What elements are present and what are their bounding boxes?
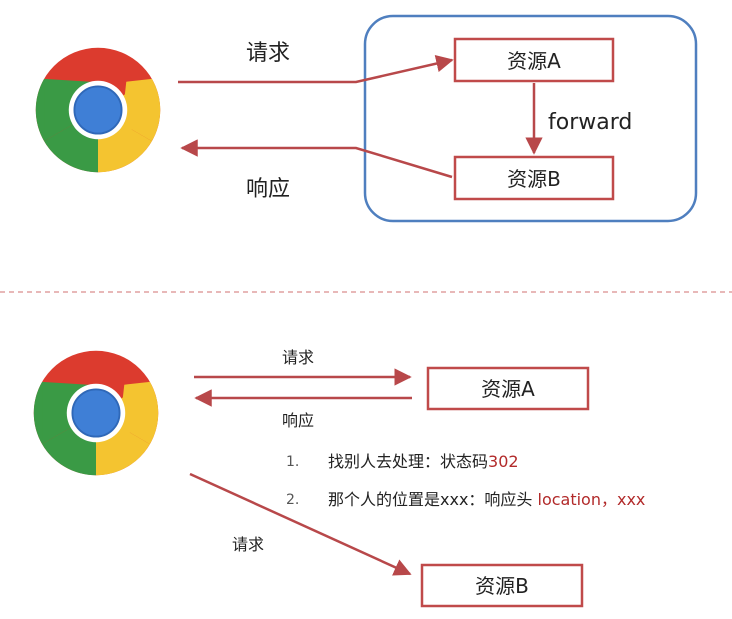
bottom-resource-a-box	[426, 366, 590, 411]
step-1-number: 1.	[286, 454, 299, 470]
bottom-resource-a-label: 资源A	[481, 377, 535, 401]
resource-a-box	[453, 37, 615, 83]
top-response-label: 响应	[246, 177, 290, 202]
resource-a-label: 资源A	[507, 49, 561, 73]
chrome-logo-icon	[34, 46, 162, 174]
server-group-box	[363, 14, 698, 223]
step-2-text: 那个人的位置是xxx：响应头 location，xxx	[328, 490, 645, 509]
resource-b-box	[453, 155, 615, 201]
status-code-highlight: 302	[488, 452, 519, 471]
step-2-number: 2.	[286, 492, 299, 508]
redirect-request-label: 请求	[232, 535, 264, 554]
bottom-request-label: 请求	[282, 348, 314, 367]
redirect-request-arrow	[189, 472, 412, 576]
location-header-highlight: location，xxx	[538, 490, 646, 509]
bottom-resource-b-box	[420, 563, 584, 608]
forward-label: forward	[548, 110, 632, 135]
bottom-resource-b-label: 资源B	[475, 574, 529, 598]
top-request-arrow	[178, 54, 454, 84]
step-1-text: 找别人去处理：状态码302	[328, 452, 519, 471]
resource-b-label: 资源B	[507, 167, 561, 191]
chrome-logo-icon	[32, 349, 160, 477]
bottom-response-label: 响应	[282, 411, 314, 430]
top-request-label: 请求	[246, 41, 290, 66]
top-response-arrow	[180, 139, 453, 179]
